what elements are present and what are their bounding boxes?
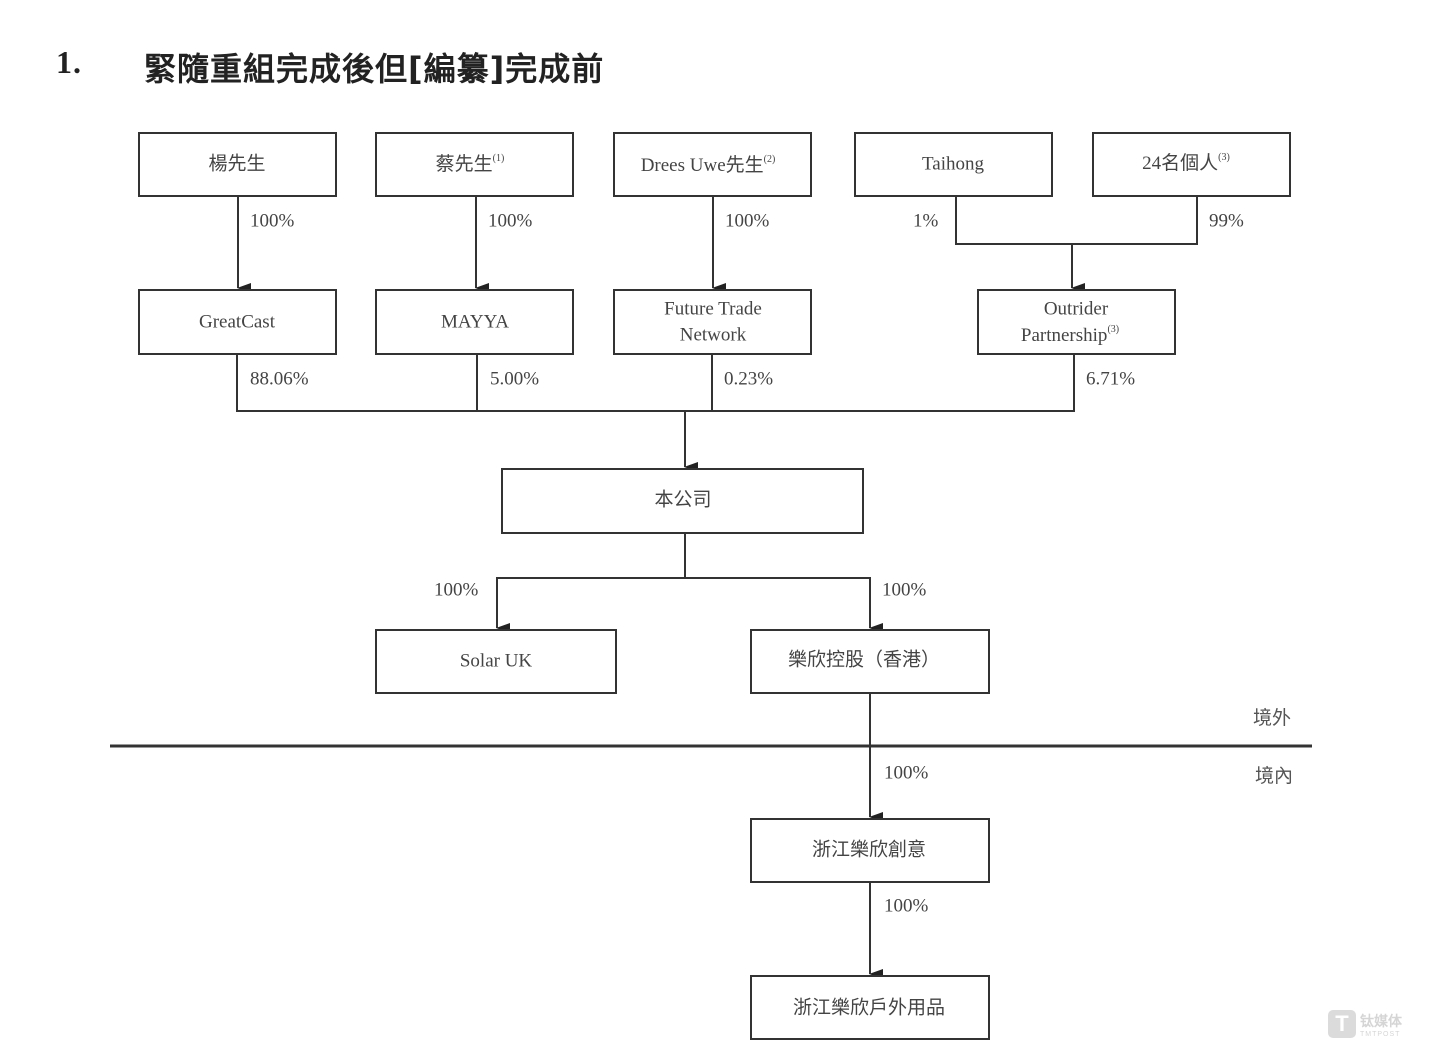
entity-box-company: 本公司 — [501, 468, 864, 534]
entity-label-line1: Outrider — [1044, 299, 1109, 320]
entity-box-mayya: MAYYA — [375, 289, 574, 355]
connector-company-subs — [496, 577, 871, 628]
svg-text:蔡先生(1): 蔡先生(1) — [436, 153, 505, 175]
svg-text:Drees Uwe先生(2): Drees Uwe先生(2) — [641, 154, 776, 176]
entity-box-taihong: Taihong — [854, 132, 1053, 197]
pct-drees-ftn: 100% — [725, 211, 770, 232]
pct-company-solar-uk: 100% — [434, 580, 479, 601]
footnote-marker: (3) — [1107, 324, 1119, 335]
entity-label-line2: Network — [680, 325, 747, 346]
pct-ftn-company: 0.23% — [724, 369, 773, 390]
svg-text:24名個人(3): 24名個人(3) — [1142, 152, 1230, 174]
entity-box-yang: 楊先生 — [138, 132, 337, 197]
region-label-offshore: 境外 — [1253, 707, 1291, 729]
entity-label: 樂欣控股（香港） — [788, 649, 940, 671]
footnote-marker: (3) — [1218, 152, 1230, 163]
svg-text:Partnership(3): Partnership(3) — [1021, 324, 1119, 346]
entity-box-zhejiang-lexin-creative: 浙江樂欣創意 — [750, 818, 990, 883]
pct-yang-greatcast: 100% — [250, 211, 295, 232]
entity-label: 浙江樂欣戶外用品 — [793, 997, 945, 1019]
section-number: 1. — [56, 44, 82, 80]
pct-hk-creative: 100% — [884, 763, 929, 784]
entity-label-line1: Future Trade — [664, 299, 762, 320]
entity-box-greatcast: GreatCast — [138, 289, 337, 355]
entity-label-line2: Partnership — [1021, 325, 1108, 346]
watermark: T 钛媒体 TMTPOST — [1328, 1010, 1402, 1038]
entity-label: Drees Uwe先生 — [641, 154, 764, 176]
entity-box-future-trade-network: Future Trade Network — [613, 289, 812, 355]
pct-creative-outdoor: 100% — [884, 896, 929, 917]
entity-label: 浙江樂欣創意 — [812, 839, 926, 861]
entity-box-lexin-holdings-hk: 樂欣控股（香港） — [750, 629, 990, 694]
entity-box-zhejiang-lexin-outdoor: 浙江樂欣戶外用品 — [750, 975, 990, 1040]
pct-cai-mayya: 100% — [488, 211, 533, 232]
entity-label: Taihong — [922, 154, 984, 175]
entity-box-24-individuals: 24名個人(3) — [1092, 132, 1291, 197]
pct-individuals-outrider: 99% — [1209, 211, 1244, 232]
footnote-marker: (2) — [764, 154, 776, 165]
section-title: 緊隨重組完成後但[編纂]完成前 — [144, 50, 605, 88]
connector-partners-join — [955, 196, 1198, 245]
footnote-marker: (1) — [493, 153, 505, 164]
connectors — [236, 196, 1198, 979]
entity-label: 楊先生 — [208, 153, 265, 175]
watermark-name-cn: 钛媒体 — [1360, 1013, 1402, 1030]
watermark-name-en: TMTPOST — [1360, 1030, 1401, 1038]
entity-label: MAYYA — [441, 312, 509, 333]
entity-label: GreatCast — [199, 312, 276, 333]
entity-label: 本公司 — [654, 489, 711, 511]
watermark-logo-icon: T — [1328, 1010, 1356, 1038]
pct-taihong-outrider: 1% — [913, 211, 939, 232]
connector-shareholders-bus — [236, 354, 1075, 412]
pct-outrider-company: 6.71% — [1086, 369, 1135, 390]
pct-company-lexin-hk: 100% — [882, 580, 927, 601]
entity-box-drees-uwe: Drees Uwe先生(2) — [613, 132, 812, 197]
entity-label: 24名個人 — [1142, 152, 1218, 174]
region-label-onshore: 境內 — [1255, 765, 1293, 787]
pct-mayya-company: 5.00% — [490, 369, 539, 390]
entity-box-solar-uk: Solar UK — [375, 629, 617, 694]
pct-greatcast-company: 88.06% — [250, 369, 309, 390]
entity-label: Solar UK — [460, 651, 533, 672]
entity-box-outrider-partnership: Outrider Partnership(3) — [977, 289, 1176, 355]
entity-label: 蔡先生 — [436, 153, 493, 175]
entity-box-cai: 蔡先生(1) — [375, 132, 574, 197]
